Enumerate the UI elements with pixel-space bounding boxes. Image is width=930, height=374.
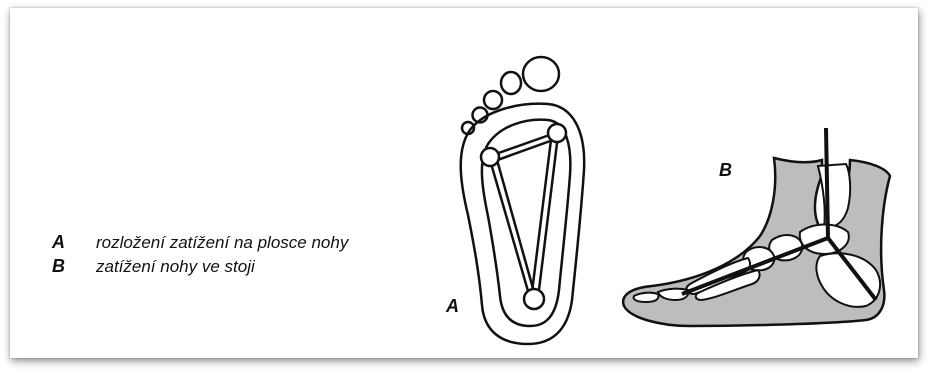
legend-text-a: rozložení zatížení na plosce nohy xyxy=(96,233,348,253)
gravity-line xyxy=(826,128,828,238)
load-point-lateral xyxy=(481,148,499,166)
legend-item-b: B zatížení nohy ve stoji xyxy=(52,256,348,280)
toe-3 xyxy=(484,91,502,109)
legend-item-a: A rozložení zatížení na plosce nohy xyxy=(52,232,348,256)
footprint-figure xyxy=(461,57,584,344)
load-line-left xyxy=(490,160,530,298)
big-toe xyxy=(523,57,559,91)
load-point-medial xyxy=(548,124,566,142)
standing-foot-figure xyxy=(623,128,890,326)
legend: A rozložení zatížení na plosce nohy B za… xyxy=(52,232,348,280)
load-line-left-inner xyxy=(497,160,534,292)
legend-key-a: A xyxy=(52,232,96,253)
figure-a-label: A xyxy=(446,296,459,317)
load-point-heel xyxy=(524,289,544,309)
figure-b-label: B xyxy=(719,160,732,181)
toe-2 xyxy=(501,72,521,94)
legend-text-b: zatížení nohy ve stoji xyxy=(96,257,255,277)
legend-key-b: B xyxy=(52,256,96,277)
phalanx-distal xyxy=(634,293,659,302)
